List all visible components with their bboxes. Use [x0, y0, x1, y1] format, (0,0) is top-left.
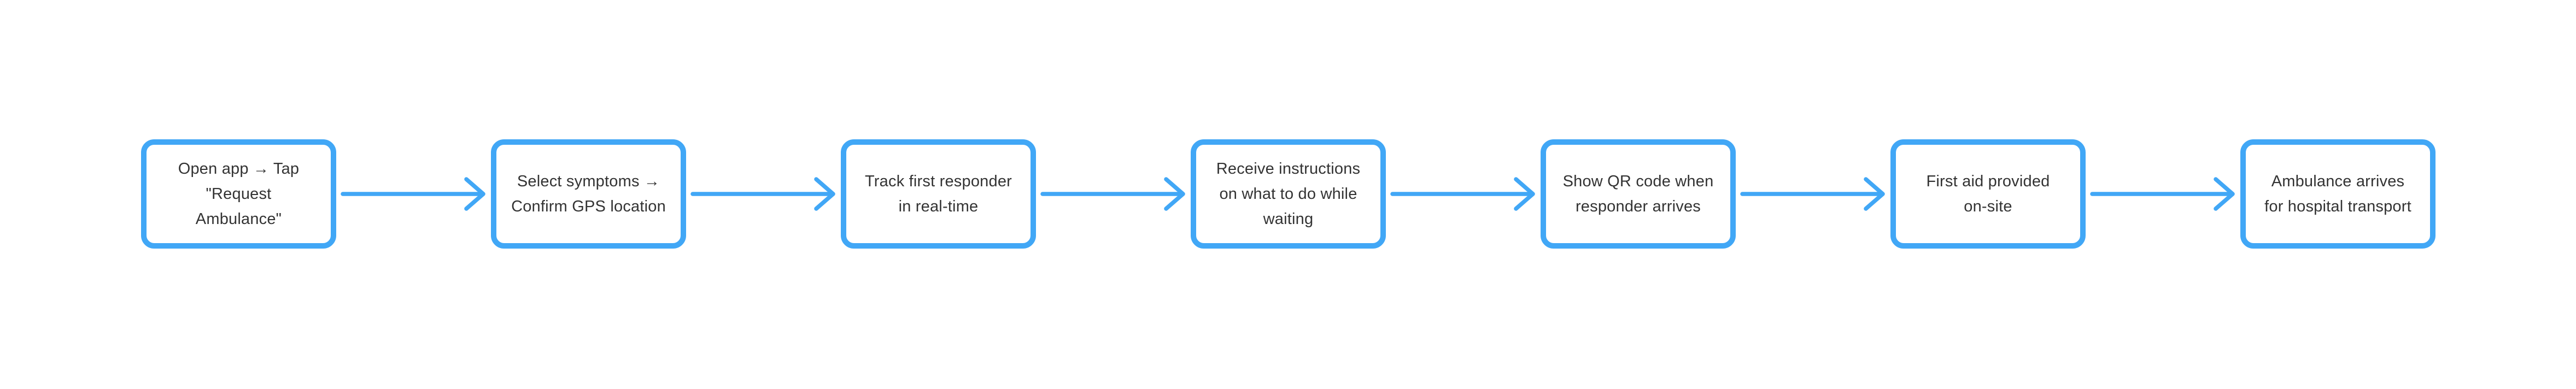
flow-step-label: Receive instructions on what to do while…	[1216, 160, 1361, 228]
flow-step-open-app: Open app → Tap "Request Ambulance"	[141, 139, 336, 249]
flow-step-ambulance-arrives: Ambulance arrives for hospital transport	[2240, 139, 2436, 249]
arrow-right-icon	[2090, 177, 2235, 211]
arrow-right-icon	[341, 177, 485, 211]
flow-step-label: Open app → Tap "Request Ambulance"	[178, 160, 300, 228]
arrow-right-icon	[1740, 177, 1885, 211]
flow-step-label: Ambulance arrives for hospital transport	[2264, 173, 2411, 215]
flow-step-label: Select symptoms → Confirm GPS location	[511, 173, 666, 215]
flow-step-track-responder: Track first responder in real-time	[841, 139, 1036, 249]
flow-step-show-qr-code: Show QR code when responder arrives	[1541, 139, 1736, 249]
arrow-right-icon	[1390, 177, 1535, 211]
arrow-right-icon	[1040, 177, 1185, 211]
flow-step-receive-instructions: Receive instructions on what to do while…	[1191, 139, 1386, 249]
flow-step-first-aid: First aid provided on-site	[1890, 139, 2086, 249]
flow-step-label: First aid provided on-site	[1926, 173, 2050, 215]
flow-step-label: Show QR code when responder arrives	[1562, 173, 1714, 215]
flow-step-select-symptoms: Select symptoms → Confirm GPS location	[491, 139, 686, 249]
flow-step-label: Track first responder in real-time	[864, 173, 1012, 215]
arrow-right-icon	[690, 177, 835, 211]
